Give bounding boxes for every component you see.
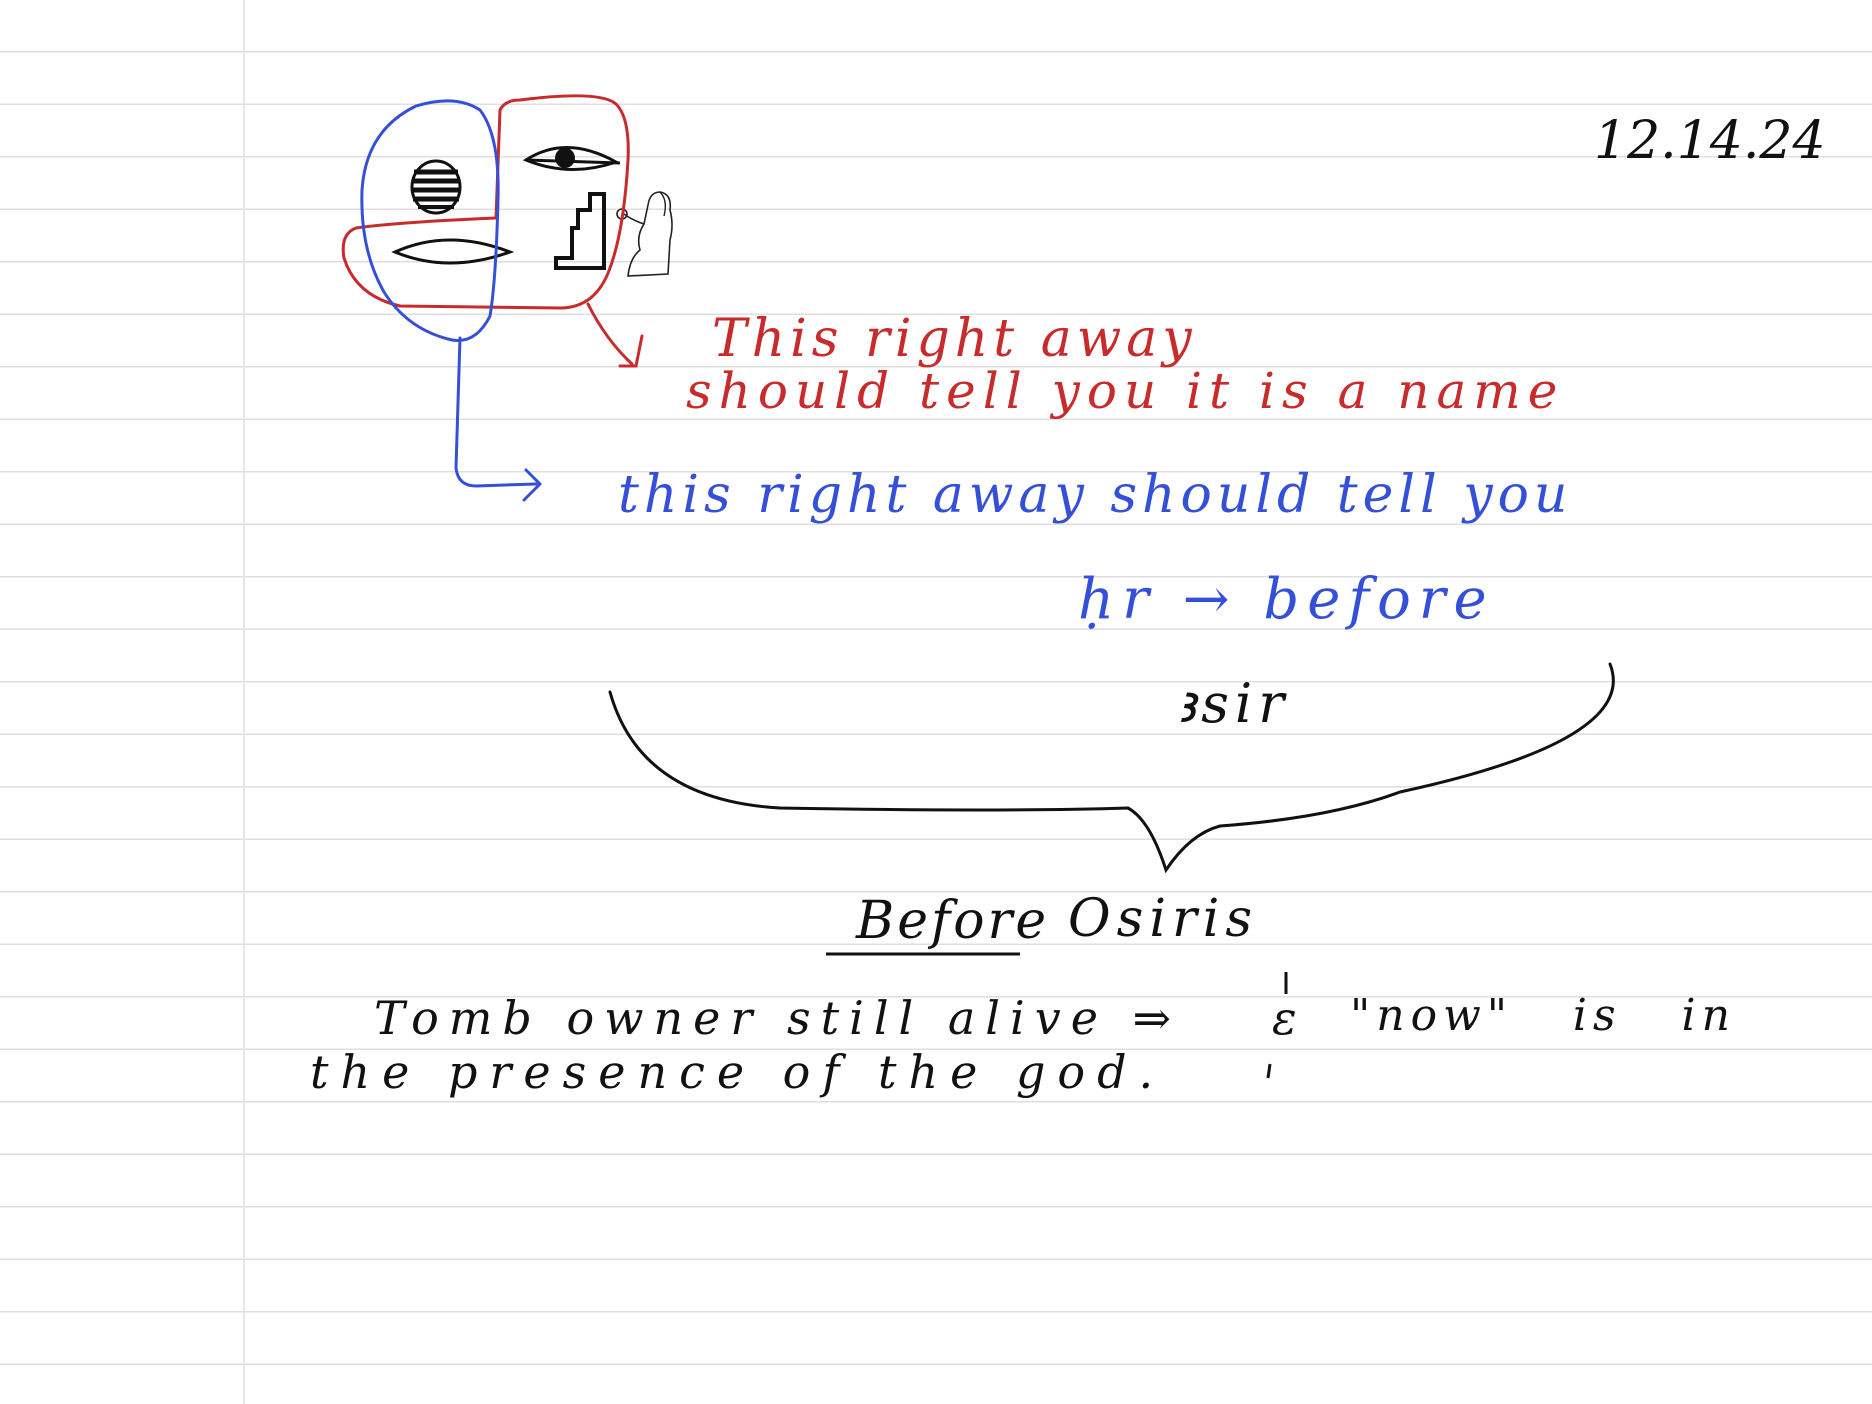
striped-circle-glyph-icon (410, 159, 462, 215)
blue-outline-loop (360, 99, 500, 342)
blue-annotation: this right away should tell you ḥr → bef… (360, 99, 1572, 632)
throne-glyph-icon (554, 192, 606, 270)
mouth-glyph-icon (391, 238, 515, 265)
glyph-mark-stroke-bottom (1266, 1063, 1272, 1079)
explanation-line1-end: "now" is in (1350, 990, 1736, 1041)
red-annotation-line1: This right away (712, 309, 1197, 369)
translation-word1: Before (855, 891, 1049, 951)
curly-brace-icon (608, 662, 1615, 874)
explanation-line2: the presence of the god. (310, 1045, 1165, 1099)
blue-transliteration: ḥr → before (1078, 567, 1495, 632)
eye-glyph-icon (522, 146, 621, 171)
blue-annotation-line1: this right away should tell you (618, 465, 1572, 525)
explanation-glyph-mark: ɛ (1272, 991, 1297, 1045)
date-text: 12.14.24 (1594, 111, 1826, 171)
red-annotation: This right away should tell you it is a … (341, 94, 1564, 420)
red-annotation-line2: should tell you it is a name (686, 362, 1564, 420)
margin-line (243, 0, 245, 1404)
translation-word2: Osiris (1068, 889, 1258, 949)
hieroglyph-group (391, 146, 673, 277)
name-transliteration: ꜣsir (1176, 672, 1290, 735)
red-outline-loop (341, 94, 630, 310)
explanation-line1-start: Tomb owner still alive ⇒ (374, 991, 1181, 1045)
blue-arrow-icon (454, 336, 542, 502)
red-arrow-icon (586, 302, 644, 368)
